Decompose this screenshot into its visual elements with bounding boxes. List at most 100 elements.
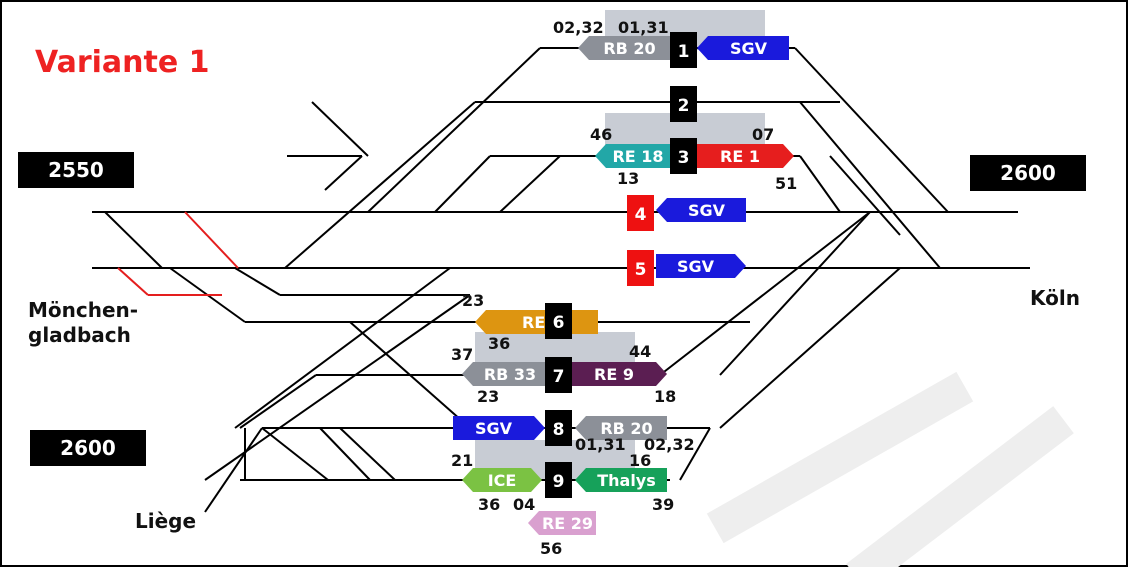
time-t3-bottom-right: 51 <box>775 174 797 193</box>
train-sgv-track8-label: SGV <box>475 419 513 438</box>
diag-16 <box>319 427 371 481</box>
diag-1 <box>367 47 541 213</box>
diag-18 <box>261 427 329 481</box>
direction-box-2550-label: 2550 <box>48 158 104 182</box>
time-t8-left: 01,31 <box>575 435 626 454</box>
time-t9-top-right: 16 <box>629 451 651 470</box>
direction-box-2600-right-label: 2600 <box>1000 161 1056 185</box>
time-t7-top-left: 37 <box>451 345 473 364</box>
train-re18-track3-label: RE 18 <box>612 147 663 166</box>
time-t6-below: 36 <box>488 334 510 353</box>
diag-22 <box>829 155 901 236</box>
diag-13 <box>239 374 317 429</box>
track-number-3: 3 <box>670 138 697 174</box>
time-t3-bottom-left: 13 <box>617 169 639 188</box>
place-moenchengladbach-line1: Mönchen- <box>28 298 138 322</box>
diagram-title: Variante 1 <box>35 45 210 80</box>
diag-24 <box>719 267 901 429</box>
train-rb20-track8-label: RB 20 <box>600 419 652 438</box>
direction-box-2600-left-label: 2600 <box>60 436 116 460</box>
train-ice-track9: ICE <box>462 468 542 492</box>
train-rb33-track7-label: RB 33 <box>484 365 536 384</box>
diag-21 <box>799 155 841 213</box>
track-number-9-label: 9 <box>553 472 565 492</box>
track-number-5: 5 <box>627 250 654 286</box>
time-t7-bottom-right: 18 <box>654 387 676 406</box>
train-ice-track9-label: ICE <box>488 471 517 490</box>
train-re29-label: RE 29 <box>542 514 593 533</box>
time-t7-bottom-left: 23 <box>477 387 499 406</box>
time-re29-below: 56 <box>540 539 562 558</box>
train-sgv-track1: SGV <box>697 36 789 60</box>
train-re9-track7-label: RE 9 <box>594 365 634 384</box>
diag-4 <box>499 155 561 213</box>
track-number-1-label: 1 <box>678 42 690 62</box>
track-number-8: 8 <box>545 410 572 446</box>
time-t6-left: 23 <box>462 291 484 310</box>
track-number-1: 1 <box>670 32 697 68</box>
track-number-2: 2 <box>670 86 697 122</box>
train-re29: RE 29 <box>528 511 596 535</box>
train-thalys-track9-label: Thalys <box>597 471 656 490</box>
track-number-9: 9 <box>545 462 572 498</box>
train-re1-track3-label: RE 1 <box>720 147 760 166</box>
time-t1-left: 02,32 <box>553 18 604 37</box>
track-number-5-label: 5 <box>635 260 647 280</box>
track-number-6-label: 6 <box>553 313 565 333</box>
time-t8-right: 02,32 <box>644 435 695 454</box>
diag-7 <box>104 211 163 269</box>
time-t7-top-right: 44 <box>629 342 651 361</box>
diag-3 <box>434 155 491 213</box>
diag-2 <box>284 101 476 269</box>
diag-20 <box>799 101 941 269</box>
diag-6 <box>324 155 363 191</box>
time-t9-bottom-left: 36 <box>478 495 500 514</box>
place-moenchengladbach-line2: gladbach <box>28 323 131 347</box>
diag-10 <box>234 267 451 429</box>
diag-26 <box>679 427 711 481</box>
diag-11 <box>204 294 471 481</box>
place-liege: Liège <box>135 509 196 533</box>
train-rb33-track7: RB 33 <box>462 362 547 386</box>
place-koeln: Köln <box>1030 286 1080 310</box>
train-sgv-track1-label: SGV <box>730 39 768 58</box>
train-sgv-track5-label: SGV <box>677 257 715 276</box>
draft-watermark <box>706 371 1074 571</box>
train-arrows: RB 20 SGV RE 18 RE 1 SGV SGV RE 4 RB 33 RE 9 SGV R… <box>453 36 794 535</box>
train-sgv-track4-label: SGV <box>688 201 726 220</box>
track-number-7: 7 <box>545 357 572 393</box>
train-rb20-track8: RB 20 <box>575 416 667 440</box>
track-number-7-label: 7 <box>553 367 565 387</box>
train-re1-track3: RE 1 <box>697 144 794 168</box>
diag-9 <box>234 267 281 296</box>
time-t9-bottom-right: 39 <box>652 495 674 514</box>
train-rb20-track1: RB 20 <box>578 36 670 60</box>
train-re18-track3: RE 18 <box>595 144 670 168</box>
diag-5 <box>311 101 369 157</box>
diag-12 <box>349 321 471 429</box>
direction-box-2600-left: 2600 <box>30 430 146 466</box>
time-t1-right: 01,31 <box>618 18 669 37</box>
diag-25 <box>659 211 871 376</box>
train-thalys-track9: Thalys <box>575 468 667 492</box>
diag-17 <box>339 427 396 481</box>
train-sgv-track8: SGV <box>453 416 545 440</box>
time-t3-top-left: 46 <box>590 125 612 144</box>
train-sgv-track5: SGV <box>656 254 746 278</box>
time-t3-top-right: 07 <box>752 125 774 144</box>
track-number-3-label: 3 <box>678 148 690 168</box>
track-number-4-label: 4 <box>635 205 647 225</box>
train-sgv-track4: SGV <box>656 198 746 222</box>
train-re4-track6: RE 4 <box>475 310 598 334</box>
direction-box-2550: 2550 <box>18 152 134 188</box>
diag-19 <box>794 47 949 213</box>
train-rb20-track1-label: RB 20 <box>603 39 655 58</box>
direction-box-2600-right: 2600 <box>970 155 1086 191</box>
track-number-4: 4 <box>627 195 654 231</box>
track-number-6: 6 <box>545 303 572 339</box>
time-t9-top-left: 21 <box>451 451 473 470</box>
train-re9-track7: RE 9 <box>572 362 667 386</box>
